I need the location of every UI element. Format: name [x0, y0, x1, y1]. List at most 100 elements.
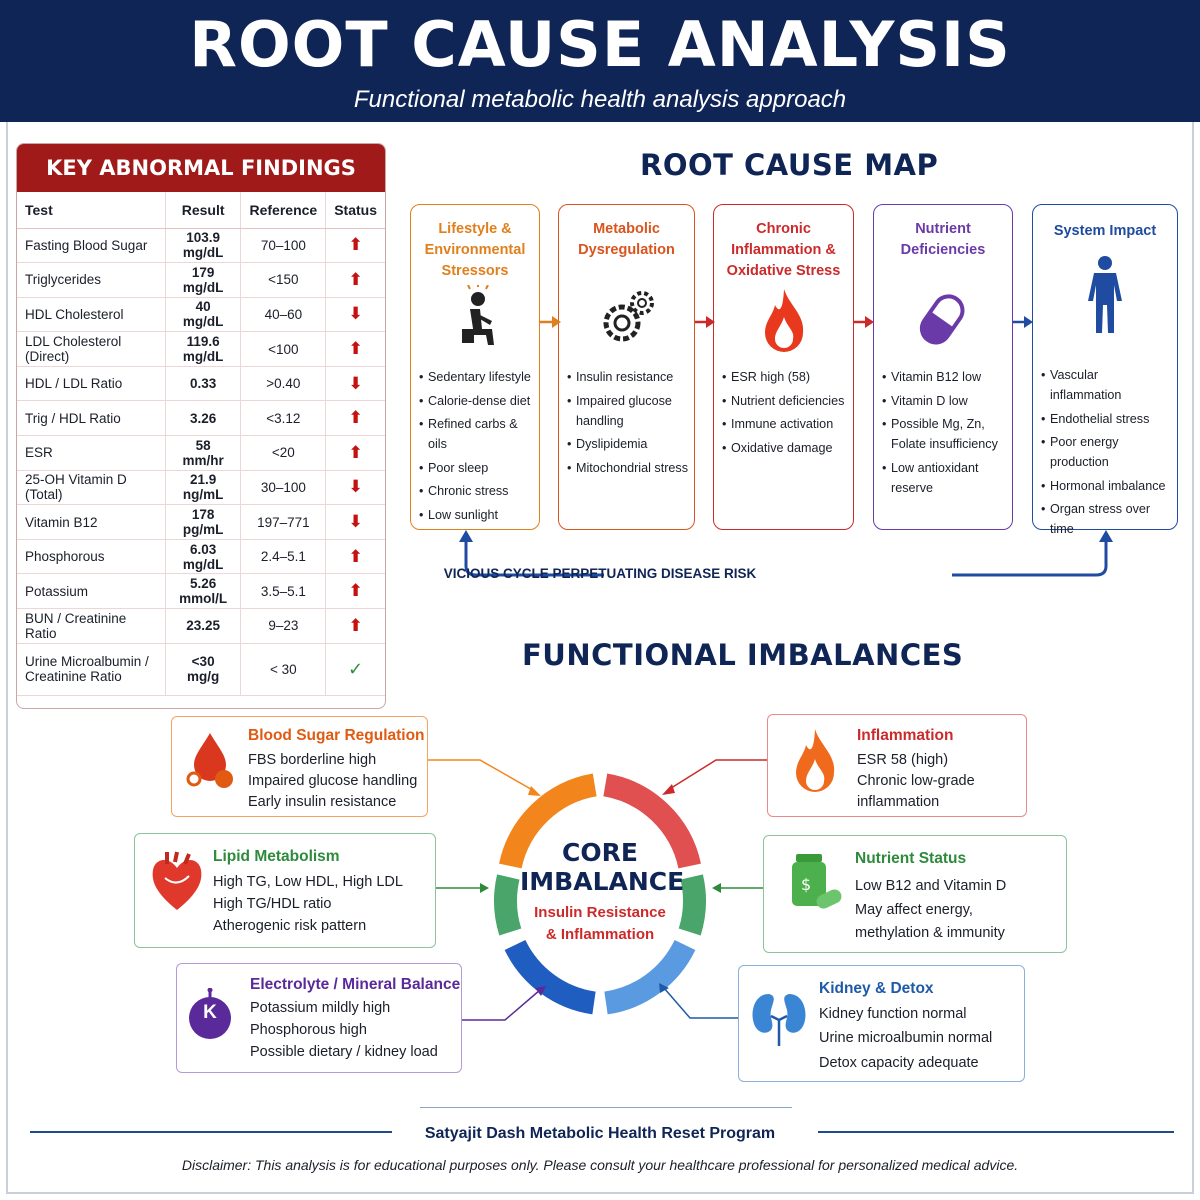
- core-line-4: & Inflammation: [545, 926, 655, 943]
- list-item: Insulin resistance: [567, 367, 688, 387]
- map-card-list: Insulin resistanceImpaired glucose handl…: [567, 367, 688, 481]
- test-cell: 25-OH Vitamin D (Total): [17, 470, 166, 506]
- test-cell: Potassium: [17, 573, 166, 610]
- list-item: Immune activation: [722, 414, 847, 434]
- ring-segment-blue: [504, 939, 596, 1015]
- status-cell: ⬆: [325, 608, 385, 644]
- status-cell: ⬆: [325, 262, 385, 298]
- human-body-icon: [1033, 255, 1177, 333]
- test-cell: Vitamin B12: [17, 504, 166, 540]
- arrow-up-icon: ⬆: [348, 235, 363, 255]
- result-cell: 119.6 mg/dL: [164, 331, 241, 367]
- arrow-up-icon: ⬆: [348, 546, 363, 566]
- result-cell: 23.25: [164, 608, 241, 644]
- reference-cell: 30–100: [240, 470, 326, 506]
- ring-segment-orange: [499, 773, 597, 869]
- arrow-up-icon: ⬆: [348, 339, 363, 359]
- map-card: System ImpactVascular inflammationEndoth…: [1032, 204, 1178, 536]
- reference-cell: 70–100: [240, 228, 326, 264]
- result-cell: 21.9 ng/mL: [164, 470, 241, 506]
- reference-cell: <20: [240, 435, 326, 471]
- column-header-test: Test: [17, 192, 166, 229]
- heart-icon: [152, 851, 202, 910]
- core-line-1: CORE: [562, 838, 638, 867]
- reference-cell: 9–23: [240, 608, 326, 644]
- result-cell: 179 mg/dL: [164, 262, 241, 298]
- list-item: Nutrient deficiencies: [722, 391, 847, 411]
- list-item: Organ stress over time: [1041, 499, 1171, 539]
- ring-segment-green-right: [678, 874, 706, 936]
- list-item: Oxidative damage: [722, 438, 847, 458]
- map-card: Chronic Inflammation & Oxidative StressE…: [713, 204, 854, 530]
- list-item: Vitamin B12 low: [882, 367, 1006, 387]
- kidney-box: Kidney & Detox Kidney function normal Ur…: [738, 965, 1025, 1082]
- map-card-title: Nutrient Deficiencies: [900, 221, 986, 258]
- ring-segment-lightblue: [604, 939, 696, 1015]
- result-cell: 3.26: [164, 400, 241, 437]
- check-icon: ✓: [348, 658, 364, 679]
- list-item: Chronic stress: [419, 481, 533, 501]
- result-cell: 178 pg/mL: [164, 504, 241, 540]
- map-card-list: ESR high (58)Nutrient deficienciesImmune…: [722, 367, 847, 461]
- map-card-list: Sedentary lifestyleCalorie-dense dietRef…: [419, 367, 533, 528]
- footer-divider-top: [420, 1107, 792, 1108]
- list-item: Vascular inflammation: [1041, 365, 1171, 405]
- arrow-down-icon: ⬇: [348, 512, 363, 532]
- status-cell: ✓: [325, 643, 385, 696]
- list-item: Low sunlight: [419, 505, 533, 525]
- result-cell: 6.03 mg/dL: [164, 539, 241, 575]
- status-cell: ⬇: [325, 470, 385, 506]
- svg-text:$: $: [801, 875, 811, 894]
- arrow-down-icon: ⬇: [348, 373, 363, 393]
- table-row: Urine Microalbumin / Creatinine Ratio<30…: [17, 643, 385, 696]
- lipid-line: High TG/HDL ratio: [213, 896, 332, 912]
- page-title: ROOT CAUSE ANALYSIS: [189, 8, 1011, 81]
- test-cell: Triglycerides: [17, 262, 166, 298]
- column-header-status: Status: [325, 192, 385, 229]
- map-card-title: System Impact: [1053, 223, 1157, 239]
- status-cell: ⬆: [325, 228, 385, 264]
- ring-segment-red: [603, 773, 701, 869]
- arrow-up-icon: ⬆: [348, 581, 363, 601]
- arrow-up-icon: ⬆: [348, 615, 363, 635]
- program-name: Satyajit Dash Metabolic Health Reset Pro…: [424, 1125, 776, 1142]
- electrolyte-line: Phosphorous high: [250, 1022, 367, 1038]
- result-cell: 103.9 mg/dL: [164, 228, 241, 264]
- test-cell: Urine Microalbumin / Creatinine Ratio: [17, 643, 166, 696]
- reference-cell: <3.12: [240, 400, 326, 437]
- reference-cell: 3.5–5.1: [240, 573, 326, 610]
- arrow-down-icon: ⬇: [348, 477, 363, 497]
- core-label: CORE IMBALANCE: [520, 838, 685, 896]
- core-sublabel: Insulin Resistance & Inflammation: [515, 902, 685, 946]
- list-item: Calorie-dense diet: [419, 391, 533, 411]
- core-line-2: IMBALANCE: [520, 867, 685, 896]
- test-cell: ESR: [17, 435, 166, 471]
- page-frame: [6, 122, 1194, 1194]
- findings-table: Test Result Reference Status Fasting Blo…: [17, 192, 385, 696]
- inflammation-title: Inflammation: [857, 727, 954, 744]
- map-card: Lifestyle & Environmental StressorsSeden…: [410, 204, 540, 530]
- cycle-label: VICIOUS CYCLE PERPETUATING DISEASE RISK: [443, 566, 757, 581]
- reference-cell: >0.40: [240, 366, 326, 402]
- result-cell: 40 mg/dL: [164, 297, 241, 333]
- status-cell: ⬇: [325, 366, 385, 402]
- inflammation-line: Chronic low-grade: [857, 773, 975, 789]
- map-card-title: Chronic Inflammation & Oxidative Stress: [726, 221, 841, 279]
- blood-sugar-line: Impaired glucose handling: [248, 773, 418, 789]
- reference-cell: 2.4–5.1: [240, 539, 326, 575]
- inflammation-box: Inflammation ESR 58 (high) Chronic low-g…: [767, 714, 1027, 817]
- reference-cell: < 30: [240, 643, 326, 696]
- list-item: Hormonal imbalance: [1041, 476, 1171, 496]
- test-cell: Trig / HDL Ratio: [17, 400, 166, 437]
- kidney-line: Kidney function normal: [819, 1006, 967, 1022]
- reference-cell: <100: [240, 331, 326, 367]
- electrolyte-line: Possible dietary / kidney load: [250, 1044, 438, 1060]
- test-cell: BUN / Creatinine Ratio: [17, 608, 166, 644]
- test-cell: LDL Cholesterol (Direct): [17, 331, 166, 367]
